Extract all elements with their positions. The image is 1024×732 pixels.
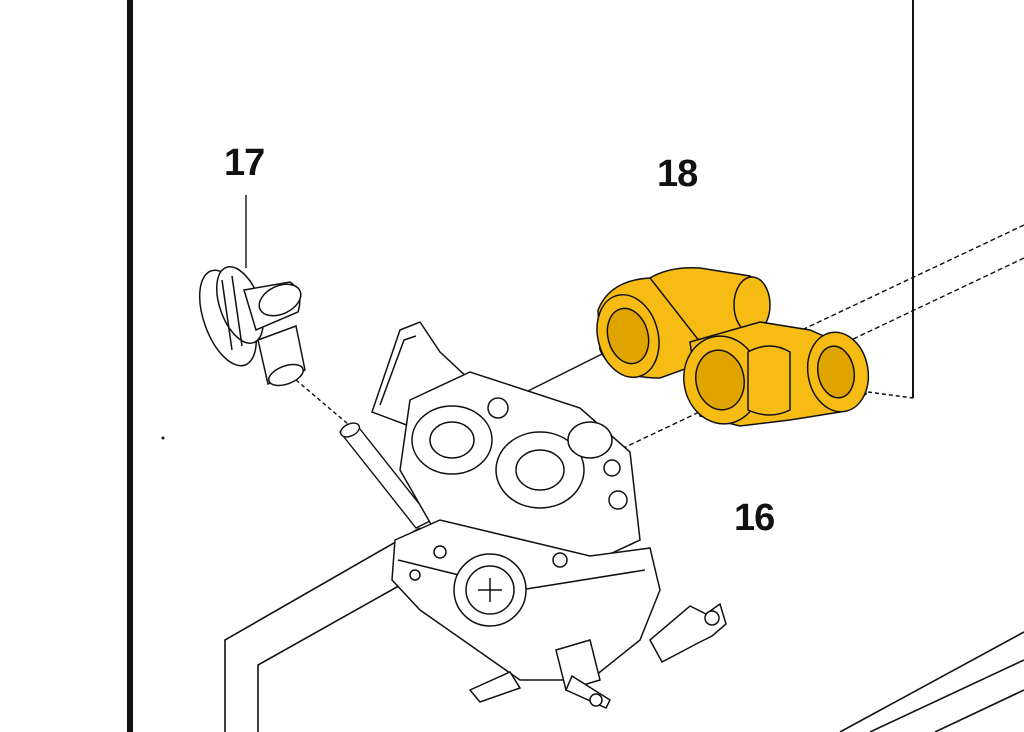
base-plate: [224, 527, 1024, 732]
part-16-carburetor: [371, 321, 727, 709]
callout-16: 16: [734, 497, 775, 539]
part-18-intake-boot-highlighted: [596, 266, 870, 427]
speck-mark: [161, 436, 165, 440]
frame-border: [127, 0, 914, 732]
callout-17: 17: [224, 142, 265, 184]
throttle-shaft: [338, 422, 434, 529]
callout-18: 18: [657, 153, 698, 195]
part-17-primer-cap: [198, 266, 306, 387]
